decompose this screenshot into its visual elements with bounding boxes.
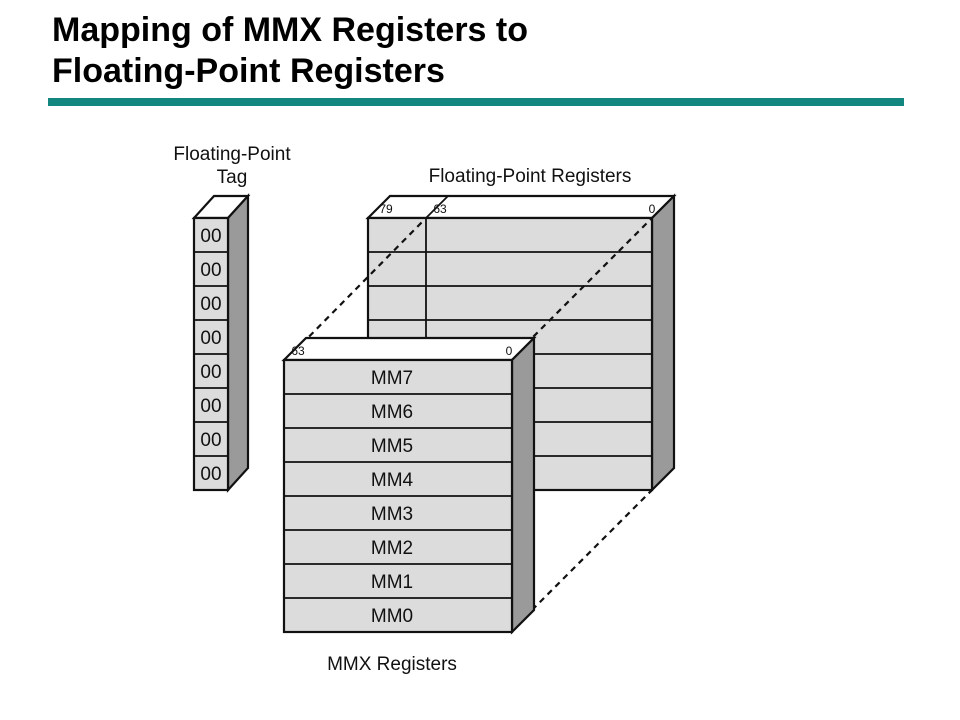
slide-title-line-2: Floating-Point Registers <box>52 52 445 90</box>
fp-tag-rows: 00 00 00 00 00 00 00 00 <box>194 226 228 485</box>
mmx-block-top-face <box>281 336 537 362</box>
slide-title: Mapping of MMX Registers to Floating-Poi… <box>52 10 912 92</box>
connector-top-left <box>285 217 427 361</box>
fp-tag-label-line-2: Tag <box>217 167 248 188</box>
fp-bit-79-label: 79 <box>379 202 393 216</box>
mmx-register-label: MM3 <box>371 504 413 525</box>
mmx-registers-label: MMX Registers <box>327 654 457 675</box>
fp-bit-63-label: 63 <box>433 202 447 216</box>
fp-tag-stack: Floating-Point Tag 00 00 00 00 00 00 00 00 <box>173 144 291 493</box>
fp-block-side-face <box>650 193 676 493</box>
connector-bottom-right <box>531 489 653 611</box>
fp-tag-side-face <box>226 193 250 493</box>
mmx-block-side-face <box>510 335 536 635</box>
mmx-register-label: MM0 <box>371 606 413 627</box>
mmx-register-label: MM4 <box>371 470 414 491</box>
title-underline <box>48 98 904 106</box>
fp-block-top-face <box>365 194 677 220</box>
fp-tag-value: 00 <box>200 260 221 281</box>
mapping-connectors <box>285 217 653 611</box>
fp-tag-value: 00 <box>200 226 221 247</box>
fp-tag-value: 00 <box>200 464 221 485</box>
mmx-bit-0-label: 0 <box>506 344 513 358</box>
fp-tag-value: 00 <box>200 396 221 417</box>
mmx-register-label: MM1 <box>371 572 413 593</box>
fp-tag-value: 00 <box>200 430 221 451</box>
mmx-register-label: MM7 <box>371 368 413 389</box>
fp-tag-value: 00 <box>200 294 221 315</box>
fp-bit-0-label: 0 <box>649 202 656 216</box>
fp-tag-label-line-1: Floating-Point <box>173 144 291 165</box>
fp-registers-label: Floating-Point Registers <box>429 166 632 187</box>
mmx-register-label: MM5 <box>371 436 413 457</box>
mmx-register-label: MM2 <box>371 538 413 559</box>
slide-title-line-1: Mapping of MMX Registers to <box>52 11 528 49</box>
connector-top-right <box>509 217 653 361</box>
mmx-register-label: MM6 <box>371 402 413 423</box>
fp-tag-value: 00 <box>200 328 221 349</box>
mmx-bit-63-label: 63 <box>291 344 305 358</box>
fp-top-divider <box>425 195 449 219</box>
fp-tag-value: 00 <box>200 362 221 383</box>
